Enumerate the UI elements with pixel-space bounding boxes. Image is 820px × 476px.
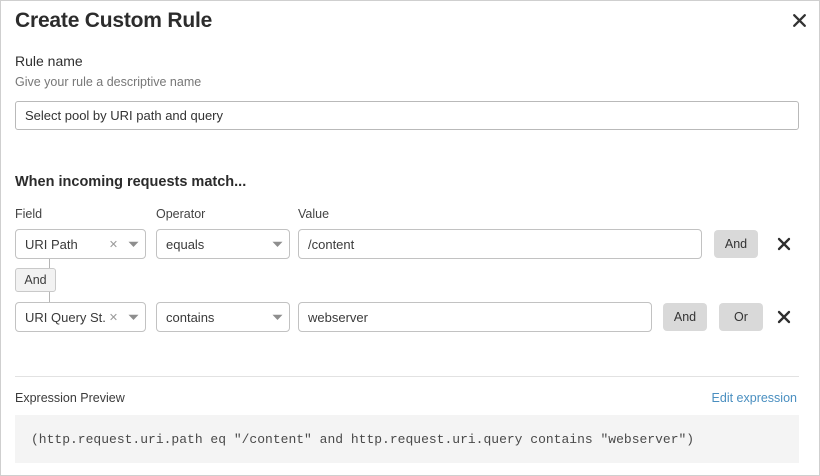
rule-name-label: Rule name: [15, 53, 83, 69]
edit-expression-link[interactable]: Edit expression: [711, 391, 797, 405]
chevron-down-icon[interactable]: [121, 241, 145, 248]
chevron-down-icon[interactable]: [265, 241, 289, 248]
chevron-down-icon[interactable]: [265, 314, 289, 321]
delete-icon[interactable]: [772, 229, 796, 259]
column-header-operator: Operator: [156, 207, 206, 221]
column-header-field: Field: [15, 207, 43, 221]
and-button-row-2[interactable]: And: [663, 303, 707, 331]
operator-select-row-1[interactable]: equals: [156, 229, 290, 259]
clear-icon[interactable]: ✕: [108, 238, 119, 251]
rule-name-input[interactable]: [15, 101, 799, 130]
connector-line-bottom: [49, 292, 50, 302]
operator-select-row-2[interactable]: contains: [156, 302, 290, 332]
expression-preview-code: (http.request.uri.path eq "/content" and…: [15, 415, 799, 463]
or-button-row-2[interactable]: Or: [719, 303, 763, 331]
field-select-row-2[interactable]: URI Query St... ✕: [15, 302, 146, 332]
and-button-row-1[interactable]: And: [714, 230, 758, 258]
close-icon[interactable]: [788, 9, 810, 31]
chevron-down-icon[interactable]: [121, 314, 145, 321]
field-select-value: URI Query St...: [25, 309, 106, 325]
field-select-row-1[interactable]: URI Path ✕: [15, 229, 146, 259]
operator-select-value: equals: [166, 236, 205, 252]
clear-icon[interactable]: ✕: [108, 311, 119, 324]
delete-icon[interactable]: [772, 302, 796, 332]
rule-name-description: Give your rule a descriptive name: [15, 75, 202, 89]
field-select-value: URI Path: [25, 236, 78, 252]
operator-select-value: contains: [166, 309, 215, 325]
connector-line-top: [49, 259, 50, 268]
section-divider: [15, 376, 799, 377]
column-header-value: Value: [298, 207, 330, 221]
dialog-title: Create Custom Rule: [15, 9, 213, 32]
value-input-row-2[interactable]: [298, 302, 652, 332]
expression-preview-label: Expression Preview: [15, 391, 125, 405]
group-connector-and[interactable]: And: [15, 268, 56, 292]
conditions-heading: When incoming requests match...: [15, 174, 247, 190]
value-input-row-1[interactable]: [298, 229, 702, 259]
